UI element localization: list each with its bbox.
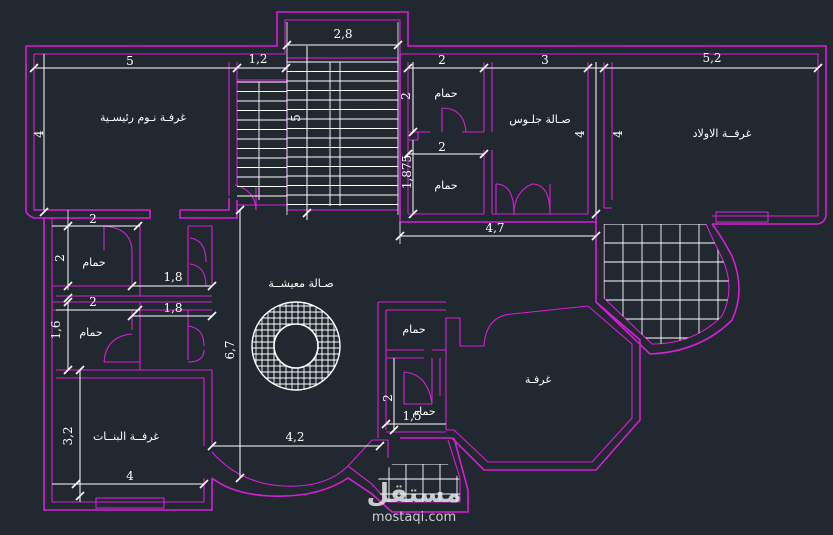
dim-1-2: 1,2: [248, 52, 267, 66]
dim-5-2: 5,2: [702, 51, 721, 65]
room-label-bath-left-2: حمام: [79, 326, 102, 339]
dim-4-boys: 4: [611, 130, 625, 138]
dimension-labels: 5 1,2 2,8 2 3 5,2 4 5 2 2 1,875 4 4 4,7 …: [32, 27, 722, 483]
left-bathrooms-walls: [52, 225, 213, 509]
dim-4-7: 4,7: [485, 221, 504, 235]
room-label-living-hall: صـالة معيشــة: [268, 277, 333, 290]
dim-1-8-a: 1,8: [163, 270, 182, 284]
top-rooms-walls: [399, 54, 769, 223]
dim-6-7: 6,7: [223, 340, 237, 359]
room-label-bath-center: حمام: [402, 323, 425, 336]
room-label-girls-room: غرفــة البنــات: [93, 430, 159, 443]
dim-4-2: 4,2: [285, 430, 304, 444]
dim-5-top: 5: [126, 54, 134, 68]
exterior-walls: [25, 11, 827, 511]
dim-2-bath-v: 2: [53, 254, 67, 262]
dim-2-center: 2: [381, 394, 395, 402]
round-table: [251, 301, 341, 391]
dim-2-top: 2: [438, 53, 446, 67]
dim-4-left: 4: [32, 130, 46, 138]
room-labels: غرفـة نـوم رئيسـية صـالة جلـوس غرفــة ال…: [79, 87, 751, 443]
dim-5-stair: 5: [289, 114, 303, 122]
dim-1-5: 1,5: [402, 409, 421, 423]
dim-2-8: 2,8: [333, 27, 352, 41]
dim-4-sitting: 4: [573, 130, 587, 138]
dim-2-bath2: 2: [89, 295, 97, 309]
room-label-sitting-hall: صـالة جلـوس: [509, 113, 570, 126]
room-label-room: غرفـة: [525, 373, 551, 386]
dim-4-girls: 4: [126, 469, 134, 483]
dim-1-6: 1,6: [49, 320, 63, 339]
room-label-bath-center-2: حمام: [412, 405, 435, 418]
stair-treads: [237, 61, 398, 206]
master-bedroom-walls: [34, 62, 257, 219]
room-label-bath-top-1: حمام: [434, 87, 457, 100]
watermark-brand: مستقل: [366, 479, 461, 509]
watermark: مستقل mostaqi.com: [366, 479, 461, 525]
right-bay: [595, 222, 740, 355]
dim-1-875: 1,875: [400, 155, 414, 189]
room-label-bath-top-2: حمام: [434, 179, 457, 192]
dim-1-8-b: 1,8: [163, 301, 182, 315]
dim-3: 3: [541, 53, 549, 67]
room-label-boys-room: غرفــة الاولاد: [693, 127, 752, 140]
dimension-lines: [29, 22, 823, 502]
room-label-bath-left-1: حمام: [82, 256, 105, 269]
dim-2-mid: 2: [438, 140, 446, 154]
dim-2-bath: 2: [89, 212, 97, 226]
dim-2-vert: 2: [399, 92, 413, 100]
room-label-master-bedroom: غرفـة نـوم رئيسـية: [100, 111, 186, 124]
dim-3-2: 3,2: [61, 426, 75, 445]
watermark-url: mostaqi.com: [372, 510, 456, 525]
bottom-bay: [211, 437, 469, 513]
tiled-floor-right: [604, 224, 729, 344]
